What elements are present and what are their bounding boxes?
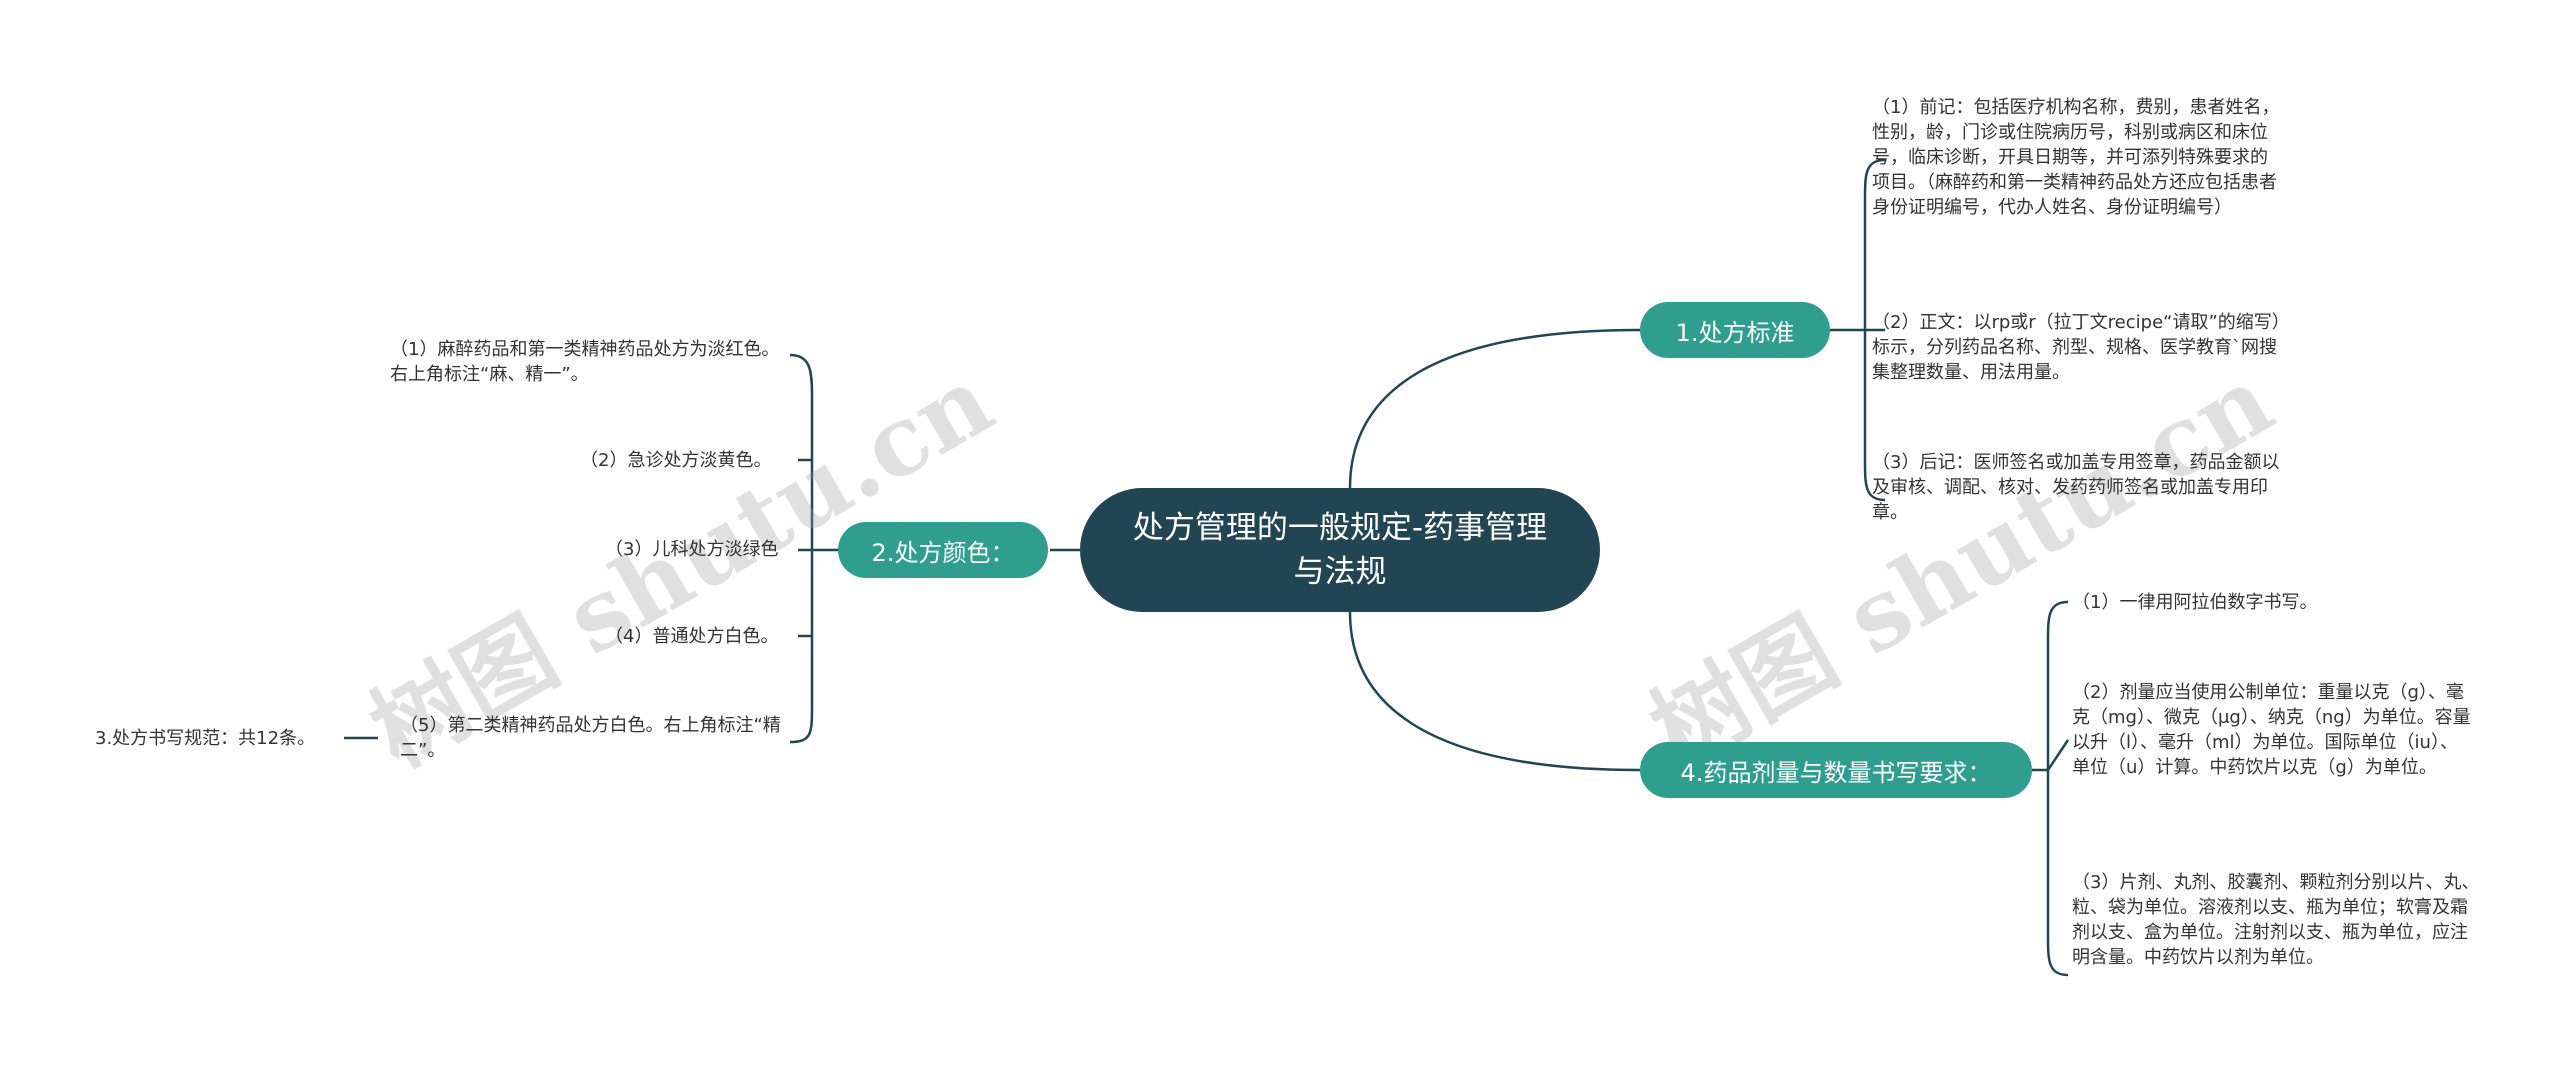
leaf-body-text: （2）正文：以rp或r（拉丁文recipe“请取”的缩写）标示，分列药品名称、剂… [1872, 312, 2281, 383]
connector-b2-bracket [789, 353, 838, 744]
connector-b4-bracket [2032, 600, 2070, 977]
branch-label: 2.处方颜色： [871, 538, 1015, 567]
branch-label: 4.药品剂量与数量书写要求： [1680, 758, 1992, 787]
leaf-color-white: （4）普通处方白色。 [605, 626, 779, 647]
leaf-color-white-second: （5）第二类精神药品处方白色。右上角标注“精二”。 [400, 715, 781, 761]
leaf-arabic-numerals: （1）一律用阿拉伯数字书写。 [2072, 592, 2318, 613]
leaf-color-yellow: （2）急诊处方淡黄色。 [580, 450, 772, 471]
root-title: 处方管理的一般规定-药事管理与法规 [1132, 510, 1548, 590]
root-topic[interactable]: 处方管理的一般规定-药事管理与法规 [1080, 488, 1600, 612]
branch-prescription-standard[interactable]: 1.处方标准 [1640, 302, 1830, 358]
floating-topic[interactable]: 3.处方书写规范：共12条。 [95, 728, 316, 749]
leaf-metric-units: （2）剂量应当使用公制单位：重量以克（g）、毫克（mg）、微克（μg）、纳克（n… [2072, 682, 2471, 778]
leaf-back-note: （3）后记：医师签名或加盖专用签章，药品金额以及审核、调配、核对、发药药师签名或… [1872, 452, 2280, 523]
branch-dosage-writing[interactable]: 4.药品剂量与数量书写要求： [1640, 742, 2032, 798]
leaf-front-note: （1）前记：包括医疗机构名称，费别，患者姓名，性别，龄，门诊或住院病历号，科别或… [1872, 97, 2280, 218]
connector-root-b4 [1348, 611, 1641, 772]
branch-label: 1.处方标准 [1675, 318, 1795, 347]
leaf-color-green: （3）儿科处方淡绿色 [605, 539, 779, 560]
connector-root-b1 [1348, 328, 1641, 489]
connector-b1-bracket [1830, 158, 1886, 502]
branch-prescription-color[interactable]: 2.处方颜色： [838, 522, 1048, 578]
leaf-dosage-forms: （3）片剂、丸剂、胶囊剂、颗粒剂分别以片、丸、粒、袋为单位。溶液剂以支、瓶为单位… [2072, 872, 2480, 968]
leaf-color-red: （1）麻醉药品和第一类精神药品处方为淡红色。右上角标注“麻、精一”。 [390, 339, 780, 385]
